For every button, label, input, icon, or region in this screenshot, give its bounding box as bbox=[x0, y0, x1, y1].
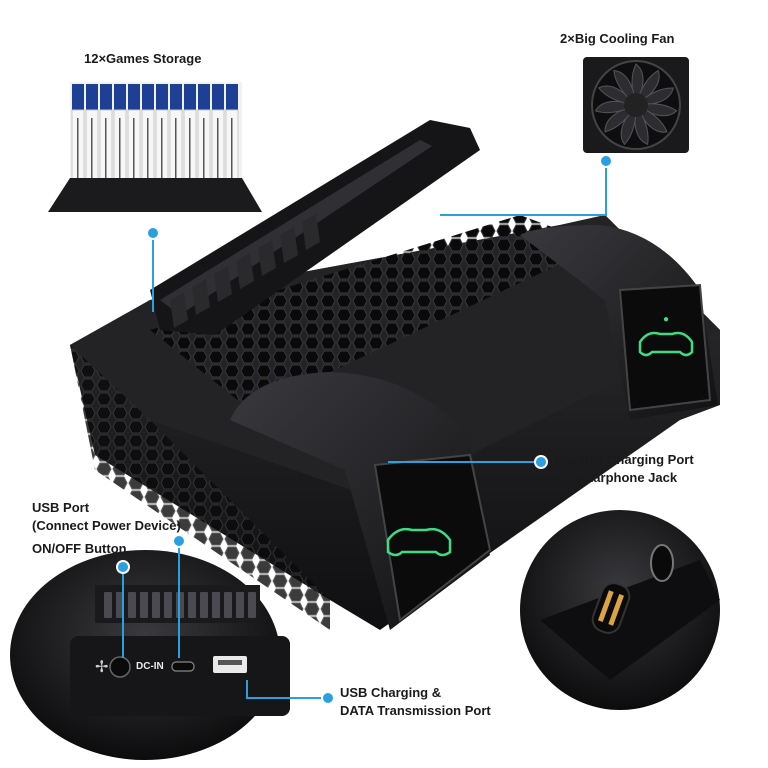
callout-line-usbcharge-v bbox=[246, 680, 248, 698]
label-onoff: ON/OFF Button bbox=[32, 541, 127, 556]
callout-dot-fan bbox=[601, 156, 611, 166]
callout-line-fan bbox=[605, 160, 607, 216]
callout-dot-onoff bbox=[118, 562, 128, 572]
callout-line-onoff bbox=[122, 566, 124, 658]
callout-line-usbport bbox=[178, 540, 180, 658]
callout-dot-usbcharge bbox=[323, 693, 333, 703]
contacts-zoom bbox=[520, 510, 720, 710]
callout-dot-usbport bbox=[174, 536, 184, 546]
controller-icon bbox=[386, 331, 694, 557]
label-charging-port-2: with Earphone Jack bbox=[555, 470, 678, 485]
label-usb-charging-1: USB Charging & bbox=[340, 685, 442, 700]
power-icon: ✢ bbox=[95, 657, 108, 676]
callout-line-fan-h bbox=[440, 214, 607, 216]
label-games-storage: 12×Games Storage bbox=[84, 51, 202, 66]
label-usb-charging-2: DATA Transmission Port bbox=[340, 703, 491, 718]
label-usb-port-1: USB Port bbox=[32, 500, 90, 515]
ports-zoom: ✢ bbox=[10, 550, 290, 760]
label-cooling-fan: 2×Big Cooling Fan bbox=[560, 31, 675, 46]
label-usb-port-2: (Connect Power Device) bbox=[32, 518, 181, 533]
svg-text:●: ● bbox=[663, 314, 669, 325]
callout-line-charging bbox=[388, 461, 538, 463]
fan-icon bbox=[583, 57, 689, 153]
callout-dot-charging bbox=[536, 457, 546, 467]
label-charging-port-1: Durable Charging Port bbox=[555, 452, 694, 467]
callout-dot-games bbox=[148, 228, 158, 238]
callout-line-games bbox=[152, 232, 154, 312]
callout-line-usbcharge bbox=[246, 697, 326, 699]
games-rack bbox=[48, 82, 262, 212]
label-dc-in: DC-IN bbox=[136, 661, 164, 672]
stand-body bbox=[70, 120, 720, 630]
